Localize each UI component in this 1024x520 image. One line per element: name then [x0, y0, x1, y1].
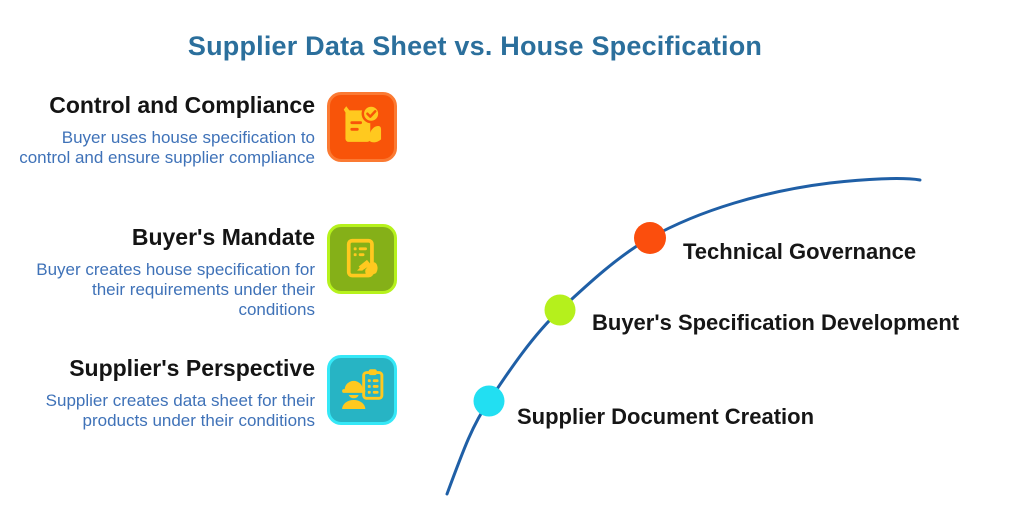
curve-dot-buyers-specification-development	[544, 294, 576, 326]
curve-label-technical-governance: Technical Governance	[683, 239, 917, 264]
curve-line	[445, 177, 922, 496]
curve-label-supplier-document-creation: Supplier Document Creation	[517, 404, 815, 429]
item-heading: Buyer's Mandate	[131, 224, 315, 250]
curve-label-buyers-specification-development: Buyer's Specification Development	[592, 310, 960, 335]
clipboard-check-hand-icon	[327, 92, 397, 162]
document-signing-icon	[327, 224, 397, 294]
item-text-block: Supplier's Perspective Supplier creates …	[15, 355, 315, 431]
item-heading: Control and Compliance	[49, 92, 315, 118]
list-item-buyers-mandate: Buyer's Mandate Buyer creates house spec…	[15, 224, 397, 320]
worker-clipboard-glyph	[342, 369, 384, 410]
page-title: Supplier Data Sheet vs. House Specificat…	[187, 31, 763, 61]
curve-dot-technical-governance	[634, 222, 666, 254]
clipboard-check-hand-glyph	[343, 104, 382, 143]
item-text-block: Control and Compliance Buyer uses house …	[15, 92, 315, 168]
item-text-block: Buyer's Mandate Buyer creates house spec…	[15, 224, 315, 320]
list-item-suppliers-perspective: Supplier's Perspective Supplier creates …	[15, 355, 397, 431]
worker-clipboard-icon	[327, 355, 397, 425]
document-signing-glyph	[346, 238, 378, 278]
item-description: Buyer creates house specification for th…	[36, 260, 315, 319]
item-description: Buyer uses house specification to contro…	[19, 128, 315, 167]
item-description: Supplier creates data sheet for their pr…	[45, 391, 315, 430]
list-item-control-and-compliance: Control and Compliance Buyer uses house …	[15, 92, 397, 168]
item-heading: Supplier's Perspective	[69, 355, 315, 381]
curve-dot-supplier-document-creation	[473, 385, 505, 417]
